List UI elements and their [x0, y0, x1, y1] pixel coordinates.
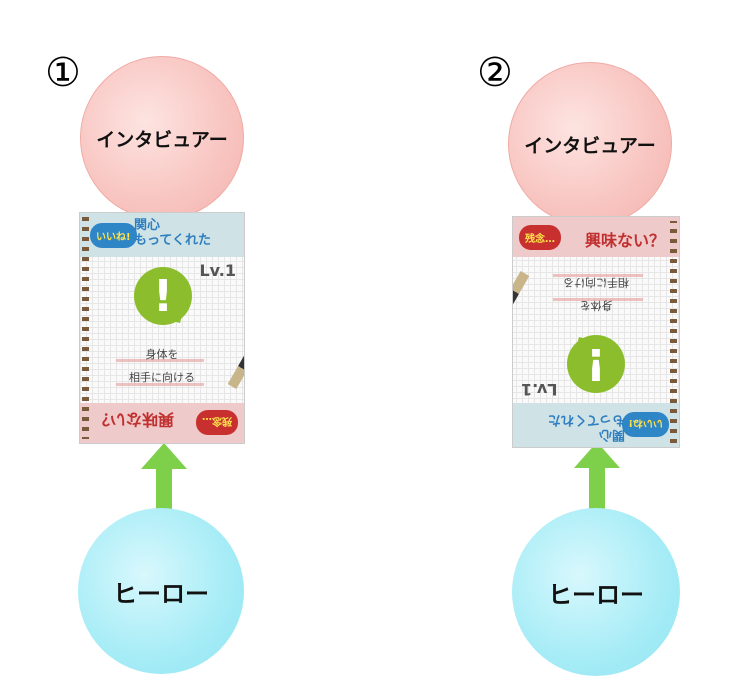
hero-circle: ヒーロー	[78, 508, 244, 674]
exclamation-icon: !	[567, 335, 625, 393]
action-text-1: 身体を	[145, 348, 179, 361]
action-text-2: 相手に向ける	[129, 371, 195, 384]
bad-text: 興味ない？	[94, 410, 175, 429]
interviewer-circle: インタビュアー	[80, 56, 244, 220]
good-text: 関心もってくれた	[134, 218, 211, 248]
good-text: 関心もってくれた	[548, 412, 625, 442]
bad-text: 興味ない？	[584, 231, 665, 250]
good-badge: いいね!	[90, 223, 137, 248]
interviewer-circle: インタビュアー	[508, 62, 672, 226]
panel-number: ①	[45, 50, 81, 96]
bad-badge: 残念…	[196, 410, 238, 435]
spiral-binding	[82, 217, 89, 439]
action-text-2: 相手に向ける	[563, 276, 629, 289]
up-arrow	[141, 443, 187, 519]
level-label: Lv.1	[521, 380, 558, 399]
spiral-binding	[670, 221, 677, 443]
reaction-card: いいね! 関心もってくれた Lv.1 ! 身体を 相手に向ける 残念… 興味ない…	[79, 212, 245, 444]
underline	[116, 359, 204, 362]
good-badge: いいね!	[622, 412, 669, 437]
bad-badge: 残念…	[519, 225, 561, 250]
panel-number: ②	[477, 50, 513, 96]
underline	[116, 383, 204, 386]
level-label: Lv.1	[199, 261, 236, 280]
hero-circle: ヒーロー	[512, 508, 680, 676]
reaction-card-flipped: いいね! 関心もってくれた Lv.1 ! 身体を 相手に向ける 残念… 興味ない…	[512, 216, 680, 448]
exclamation-icon: !	[134, 267, 192, 325]
action-text-1: 身体を	[579, 299, 613, 312]
